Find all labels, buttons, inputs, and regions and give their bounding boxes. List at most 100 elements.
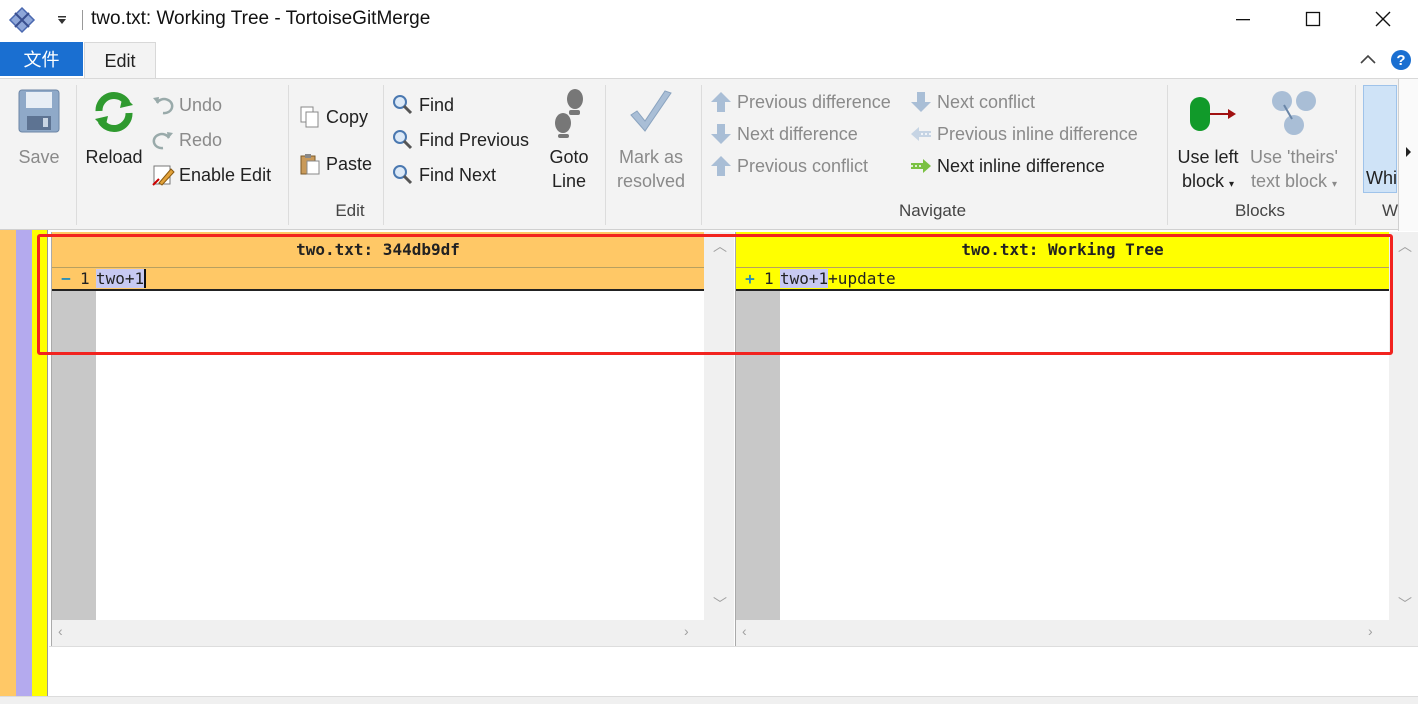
chevron-down-icon: ▾ <box>1332 179 1338 190</box>
tab-file[interactable]: 文件 <box>0 42 83 76</box>
search-icon <box>391 163 415 187</box>
merge-circles-icon <box>1272 91 1316 135</box>
copy-button[interactable]: Copy <box>298 103 368 131</box>
left-horizontal-scrollbar[interactable]: ‹ › <box>52 620 734 646</box>
left-vertical-scrollbar[interactable]: ︿ ﹀ <box>704 232 734 620</box>
location-bar-center[interactable] <box>16 230 32 696</box>
redo-button[interactable]: Redo <box>151 126 222 154</box>
search-icon <box>391 128 415 152</box>
right-gutter <box>736 268 780 620</box>
right-vertical-scrollbar[interactable]: ︿ ﹀ <box>1389 232 1418 620</box>
location-bar-right[interactable] <box>32 230 48 696</box>
ribbon-panel: Save Reload Undo Redo Enable Edit Copy P… <box>0 78 1418 231</box>
arrow-right-dotted-icon <box>909 154 933 178</box>
reload-button[interactable]: Reload <box>82 87 146 169</box>
window-title: two.txt: Working Tree - TortoiseGitMerge <box>91 8 431 29</box>
edit-pencil-icon <box>151 163 175 187</box>
paste-button[interactable]: Paste <box>298 150 372 178</box>
reload-icon <box>95 91 133 133</box>
mark-as-resolved-button[interactable]: Mark as resolved <box>612 87 690 193</box>
enable-edit-button[interactable]: Enable Edit <box>151 161 271 189</box>
separator <box>1355 85 1356 225</box>
left-gutter <box>52 268 96 620</box>
paste-icon <box>298 152 322 176</box>
edit-group-label: Edit <box>335 201 365 220</box>
minimize-icon <box>1236 19 1250 21</box>
right-pane-header: two.txt: Working Tree <box>736 232 1389 268</box>
scroll-right-icon[interactable]: › <box>684 623 689 639</box>
minimize-button[interactable] <box>1208 0 1278 38</box>
line-text-common: two+1 <box>780 269 829 288</box>
previous-difference-button[interactable]: Previous difference <box>709 88 891 116</box>
undo-icon <box>151 93 175 117</box>
scroll-down-icon[interactable]: ﹀ <box>713 596 727 612</box>
line-text-added: +update <box>828 269 896 288</box>
arrow-down-icon <box>909 90 933 114</box>
arrow-up-icon <box>709 154 733 178</box>
ribbon-tabs: 文件 Edit ? <box>0 40 1418 79</box>
find-button[interactable]: Find <box>391 91 454 119</box>
scroll-down-icon[interactable]: ﹀ <box>1398 596 1412 612</box>
save-button[interactable]: Save <box>8 87 70 169</box>
quick-access-dropdown-icon[interactable] <box>54 12 70 28</box>
scroll-left-icon[interactable]: ‹ <box>58 623 63 639</box>
maximize-button[interactable] <box>1278 0 1348 38</box>
scroll-up-icon[interactable]: ︿ <box>1398 238 1412 254</box>
collapse-ribbon-icon[interactable] <box>1358 51 1378 67</box>
search-icon <box>391 93 415 117</box>
navigate-group-label: Navigate <box>898 201 967 220</box>
whitespace-button[interactable]: Whi <box>1363 85 1397 193</box>
use-left-block-icon <box>1190 97 1236 131</box>
use-theirs-text-block-button[interactable]: Use 'theirs' text block ▾ <box>1244 87 1344 197</box>
line-number: 1 <box>764 269 774 288</box>
arrow-up-icon <box>709 90 733 114</box>
left-pane-header: two.txt: 344db9df <box>52 232 704 268</box>
app-icon[interactable] <box>8 6 36 34</box>
svg-text:?: ? <box>1396 52 1405 69</box>
scroll-left-icon[interactable]: ‹ <box>742 623 747 639</box>
next-conflict-button[interactable]: Next conflict <box>909 88 1035 116</box>
redo-icon <box>151 128 175 152</box>
footprints-icon <box>555 89 583 138</box>
ribbon-scroll-right-button[interactable] <box>1398 79 1418 231</box>
checkmark-icon <box>630 90 672 132</box>
arrow-left-dotted-icon <box>909 122 933 146</box>
close-button[interactable] <box>1348 0 1418 38</box>
tab-edit[interactable]: Edit <box>84 42 156 79</box>
separator <box>605 85 606 225</box>
copy-icon <box>298 105 322 129</box>
find-next-button[interactable]: Find Next <box>391 161 496 189</box>
right-diff-pane[interactable]: two.txt: Working Tree + 1 two+1 +update … <box>735 232 1418 646</box>
removed-marker: − <box>61 269 71 288</box>
use-left-block-button[interactable]: Use left block ▾ <box>1172 87 1244 197</box>
chevron-down-icon: ▾ <box>1229 179 1235 190</box>
left-line-1[interactable]: − 1 two+1 <box>52 268 704 291</box>
chevron-right-icon <box>1406 147 1411 157</box>
previous-conflict-button[interactable]: Previous conflict <box>709 152 868 180</box>
right-line-1[interactable]: + 1 two+1 +update <box>736 268 1389 291</box>
close-icon <box>1375 11 1391 27</box>
maximize-icon <box>1305 11 1321 27</box>
separator <box>288 85 289 225</box>
location-bar-left[interactable] <box>0 230 16 696</box>
bottom-pane-area <box>49 646 1418 696</box>
help-icon[interactable]: ? <box>1390 49 1412 71</box>
view-group-label: W <box>1381 201 1399 220</box>
next-difference-button[interactable]: Next difference <box>709 120 858 148</box>
line-text: two+1 <box>96 269 147 288</box>
location-bar-border <box>0 230 48 696</box>
next-inline-difference-button[interactable]: Next inline difference <box>909 152 1105 180</box>
status-bar <box>0 696 1418 704</box>
previous-inline-difference-button[interactable]: Previous inline difference <box>909 120 1138 148</box>
undo-button[interactable]: Undo <box>151 91 222 119</box>
find-previous-button[interactable]: Find Previous <box>391 126 529 154</box>
goto-line-button[interactable]: Goto Line <box>540 87 598 193</box>
right-horizontal-scrollbar[interactable]: ‹ › <box>736 620 1418 646</box>
separator <box>1167 85 1168 225</box>
added-marker: + <box>745 269 755 288</box>
line-number: 1 <box>80 269 90 288</box>
scroll-right-icon[interactable]: › <box>1368 623 1373 639</box>
title-bar: two.txt: Working Tree - TortoiseGitMerge <box>0 0 1418 40</box>
left-diff-pane[interactable]: two.txt: 344db9df − 1 two+1 ︿ ﹀ ‹ › <box>51 232 734 646</box>
scroll-up-icon[interactable]: ︿ <box>713 238 727 254</box>
